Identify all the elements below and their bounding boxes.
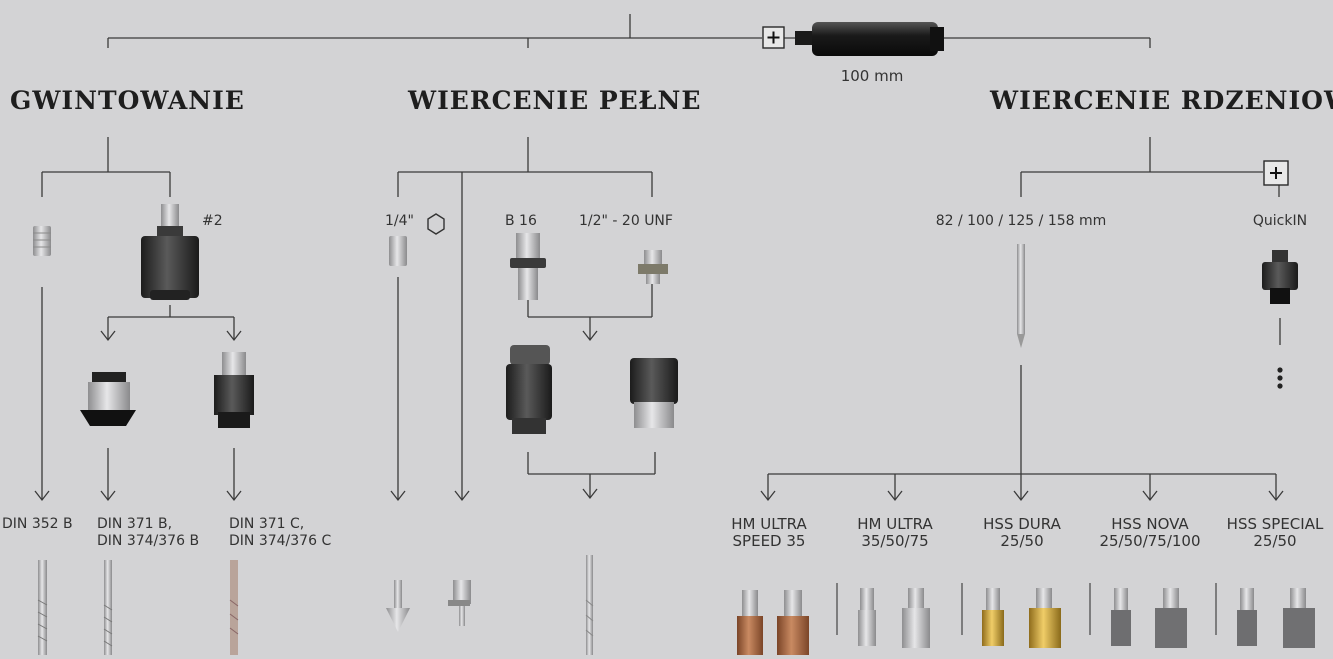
cutter-label-hm-ultra: HM ULTRA 35/50/75 [857, 515, 933, 550]
collet-image [80, 372, 136, 426]
plus-box-icon [762, 26, 785, 49]
annular-cutter-image [1155, 588, 1187, 648]
annular-cutter-image [1111, 588, 1131, 646]
countersink-image [386, 580, 410, 632]
din352-label: DIN 352 B [2, 516, 73, 532]
quarter-hex-label: 1/4" [385, 213, 414, 229]
annular-cutter-image [1029, 588, 1061, 648]
pilot-pin-sizes-label: 82 / 100 / 125 / 158 mm [935, 213, 1107, 229]
tap-image [37, 560, 48, 655]
keyless-chuck-image [506, 345, 552, 434]
plus-box-icon [1263, 160, 1289, 186]
hexagon-icon [427, 213, 445, 235]
cutter-label-hss-nova: HSS NOVA 25/50/75/100 [1099, 515, 1201, 550]
unf-label: 1/2" - 20 UNF [579, 213, 673, 229]
heading-core-drilling: WIERCENIE RDZENIOWE [990, 86, 1333, 115]
annular-cutter-image [902, 588, 930, 648]
annular-cutter-image [1237, 588, 1257, 646]
cutter-label-hss-special: HSS SPECIAL 25/50 [1226, 515, 1324, 550]
hex-adapter-image [389, 236, 407, 266]
group-separators [836, 583, 1217, 635]
arrow-down-icon [34, 330, 1284, 502]
quickin-label: QuickIN [1252, 213, 1308, 229]
tap-image [103, 560, 113, 655]
hex-drill-image [448, 580, 471, 626]
din371b-label: DIN 371 B, DIN 374/376 B [97, 516, 200, 549]
annular-cutter-image [858, 588, 876, 646]
din371c-label: DIN 371 C, DIN 374/376 C [229, 516, 332, 549]
chuck-size-label: #2 [202, 213, 223, 229]
b16-arbor-image [510, 233, 546, 300]
tap-adapter-image [33, 226, 51, 256]
annular-cutter-image [1283, 588, 1315, 648]
annular-cutter-image [737, 590, 763, 655]
b16-label: B 16 [505, 213, 537, 229]
annular-cutter-image [777, 590, 809, 655]
collet-image [214, 352, 254, 428]
unf-arbor-image [638, 250, 668, 284]
quickin-adapter-image [1262, 250, 1298, 304]
tapping-chuck-image [141, 204, 199, 300]
annular-cutter-image [982, 588, 1004, 646]
ellipsis-vertical-icon [1277, 367, 1283, 389]
heading-solid-drilling: WIERCENIE PEŁNE [408, 86, 702, 115]
heading-tapping: GWINTOWANIE [10, 86, 245, 115]
extension-length-label: 100 mm [840, 67, 904, 85]
cutter-label-hm-ultra-speed: HM ULTRA SPEED 35 [731, 515, 807, 550]
cutter-label-hss-dura: HSS DURA 25/50 [983, 515, 1061, 550]
pilot-pin-image [1017, 244, 1025, 348]
twist-drill-image [585, 555, 594, 655]
extension-bar-image [795, 22, 944, 56]
keyed-chuck-image [630, 358, 678, 428]
tap-image [229, 560, 239, 655]
